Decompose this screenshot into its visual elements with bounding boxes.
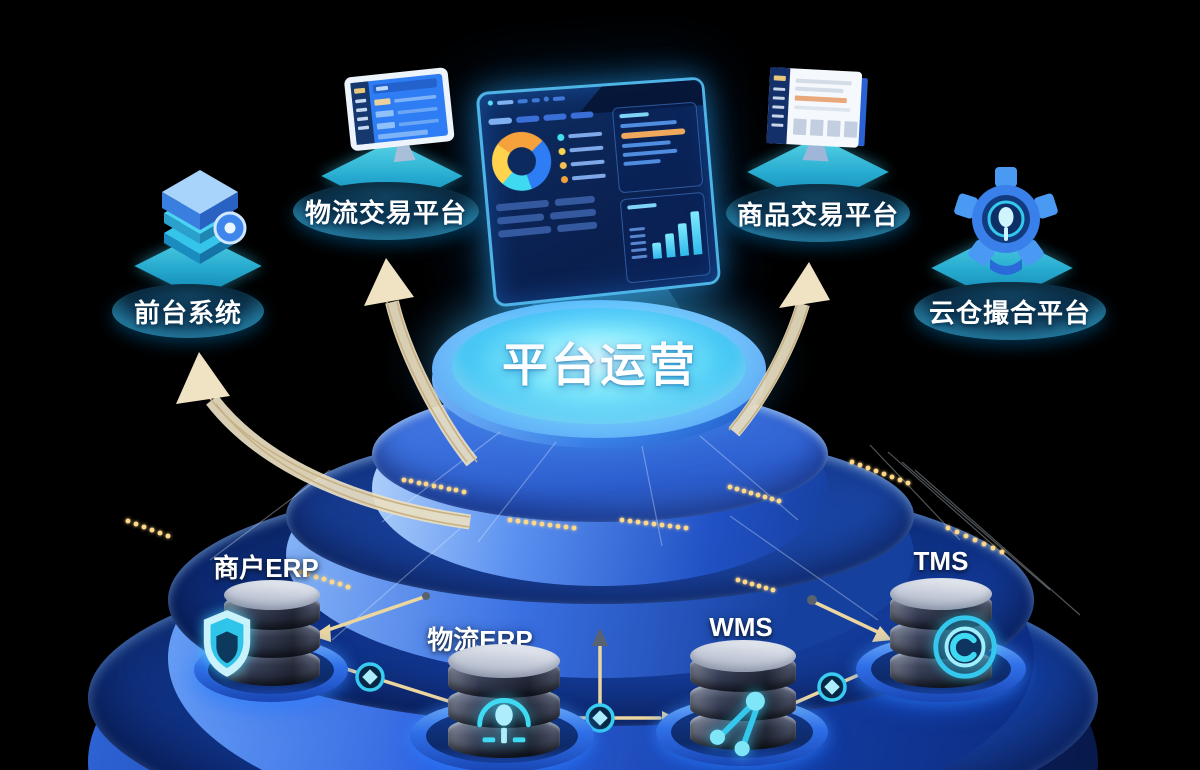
monitor-form-icon (750, 64, 896, 181)
wms-label: WMS (709, 612, 773, 642)
shield-icon (198, 606, 256, 685)
dashboard-screen (475, 76, 722, 308)
platform-title: 平台运营 (502, 339, 698, 391)
window-dot-icon (487, 100, 494, 106)
db-cap (690, 640, 796, 672)
dashboard-window-controls (487, 95, 566, 106)
monitor-dashboard-icon (332, 66, 472, 183)
logistics-trade-label-pill: 物流交易平台 (293, 182, 479, 240)
front-system-label: 前台系统 (133, 297, 242, 328)
header-dash (517, 98, 528, 104)
ribbon-arrow-to-front-system (176, 352, 472, 530)
top-disc-glow (452, 308, 746, 424)
bar-chart-card (619, 191, 711, 284)
cloud-match-label-pill: 云仓撮合平台 (914, 282, 1106, 340)
gear-target-icon (950, 165, 1062, 286)
donut-chart (489, 129, 554, 194)
header-dash (496, 99, 514, 105)
window-dot-icon (543, 96, 550, 102)
db-cap (224, 580, 320, 610)
cloud-match-label: 云仓撮合平台 (928, 297, 1091, 328)
stack-layers-icon (150, 168, 250, 281)
header-dash (552, 95, 566, 101)
goods-trade-label-pill: 商品交易平台 (726, 184, 910, 242)
network-nodes-icon (704, 686, 784, 765)
dashboard-tabs (488, 110, 606, 126)
db-cap (890, 578, 992, 610)
front-system-label-pill: 前台系统 (112, 284, 264, 338)
tms-label: TMS (913, 546, 969, 576)
light-dots (125, 459, 1005, 593)
db-cap (448, 644, 560, 678)
donut-legend (556, 130, 606, 183)
agent-headset-icon (468, 676, 540, 763)
ribbon-arrow-to-goods-trade (728, 262, 830, 437)
mini-bar-chart (649, 209, 703, 259)
dashboard-table (495, 194, 616, 238)
ribbon-arrow-to-logistics-trade (364, 258, 478, 467)
merchant-erp-label: 商户ERP (213, 553, 319, 583)
connector-gray-ends (422, 592, 817, 646)
goods-trade-label: 商品交易平台 (736, 199, 899, 230)
header-dash (531, 97, 540, 103)
connector-nodes (355, 662, 847, 733)
bar-list-card (611, 101, 704, 193)
target-ring-icon (928, 610, 1002, 689)
logistics-trade-label: 物流交易平台 (304, 197, 467, 228)
